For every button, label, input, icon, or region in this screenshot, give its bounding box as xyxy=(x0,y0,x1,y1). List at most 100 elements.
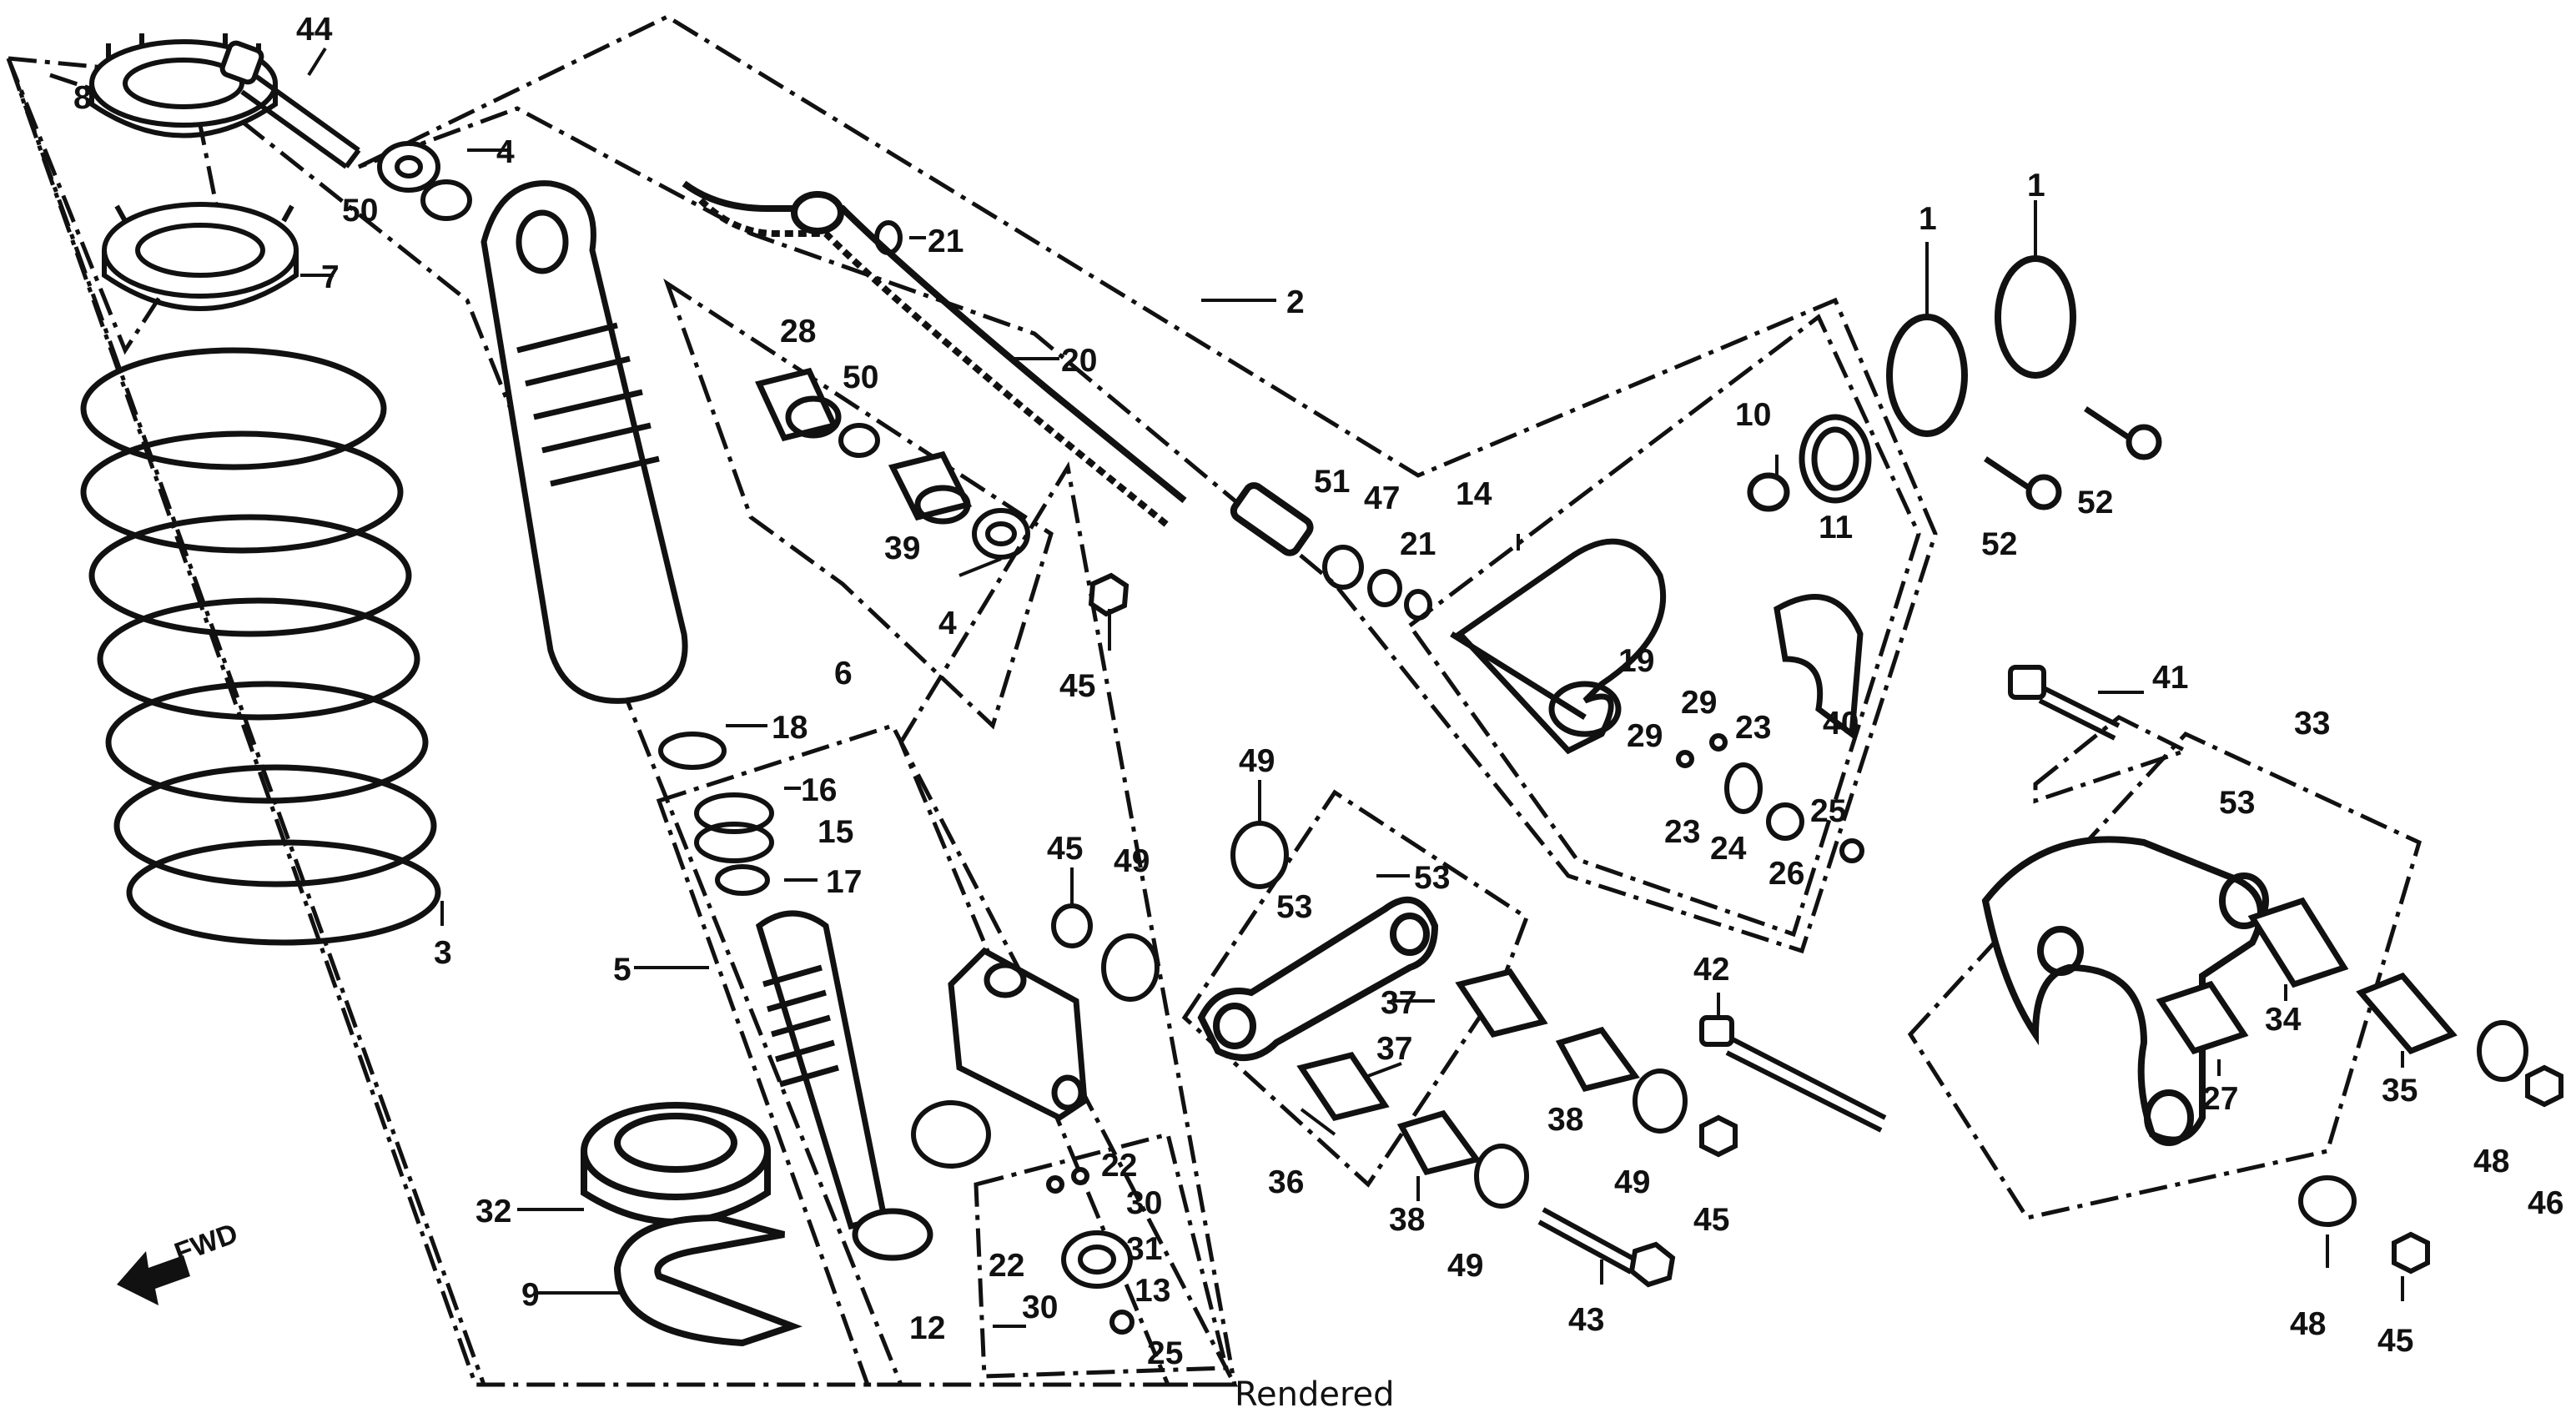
callout-49: 49 xyxy=(1239,743,1275,779)
part-band-1 xyxy=(1886,255,2076,437)
part-seal-21-top xyxy=(874,220,903,255)
part-reservoir-14 xyxy=(1450,538,1667,755)
callout-30-left: 30 xyxy=(1022,1290,1058,1325)
callout-51: 51 xyxy=(1314,464,1350,500)
callout-49-bottom: 49 xyxy=(1447,1248,1483,1284)
part-holder-40 xyxy=(1774,594,1864,740)
callout-39: 39 xyxy=(884,530,920,566)
callout-8: 8 xyxy=(73,80,92,116)
callout-52-right: 52 xyxy=(2077,485,2113,520)
part-nut-45-top xyxy=(1088,572,1130,617)
callout-43: 43 xyxy=(1568,1302,1604,1338)
callout-48-bottom: 48 xyxy=(2290,1306,2326,1342)
callout-4-mid: 4 xyxy=(938,606,957,641)
callout-16: 16 xyxy=(801,772,837,808)
callout-15: 15 xyxy=(818,814,853,850)
fwd-arrow: FWD xyxy=(117,1218,242,1305)
outline-bolt41-group xyxy=(2033,715,2191,804)
callout-9: 9 xyxy=(521,1277,540,1313)
callout-17: 17 xyxy=(826,864,862,900)
fwd-label: FWD xyxy=(170,1218,242,1270)
callout-40: 40 xyxy=(1823,706,1859,742)
part-bushings-37-38 xyxy=(1296,968,1640,1176)
callout-30: 30 xyxy=(1126,1185,1162,1221)
callout-24: 24 xyxy=(1710,831,1747,867)
callout-28: 28 xyxy=(780,314,816,349)
callout-49-mid: 49 xyxy=(1114,843,1150,879)
callout-14: 14 xyxy=(1456,476,1492,512)
callout-20: 20 xyxy=(1061,343,1097,379)
callout-29-left: 29 xyxy=(1627,718,1663,754)
part-clevis-5 xyxy=(948,947,1088,1122)
outline-link-group xyxy=(1181,789,1530,1188)
callout-21-mid: 21 xyxy=(1400,526,1436,562)
callout-35: 35 xyxy=(2382,1073,2418,1109)
part-seal-50 xyxy=(838,423,880,458)
callout-labels: 44 8 4 50 7 21 2 28 50 20 39 4 45 51 47 … xyxy=(73,12,2563,1371)
part-collar-4-50-top xyxy=(377,141,472,221)
part-bolt-42 xyxy=(1699,1015,1887,1133)
callout-1: 1 xyxy=(1919,201,1937,237)
callout-26: 26 xyxy=(1768,856,1804,892)
part-rings-16-15-17-18 xyxy=(658,732,774,896)
part-seat-32 xyxy=(581,1102,771,1225)
callout-53: 53 xyxy=(2219,785,2255,821)
callout-37: 37 xyxy=(1381,985,1416,1021)
callout-11: 11 xyxy=(1819,510,1853,546)
callout-45-low: 45 xyxy=(1693,1202,1729,1238)
callout-18: 18 xyxy=(772,710,808,746)
part-stopper-9 xyxy=(613,1214,802,1347)
outline-reservoir-group xyxy=(1406,314,1921,938)
callout-10: 10 xyxy=(1735,397,1771,433)
leader-lines xyxy=(300,47,2404,1328)
callout-50-mid: 50 xyxy=(843,360,878,395)
callout-23-low: 23 xyxy=(1664,814,1700,850)
part-bolt-43 xyxy=(1537,1207,1676,1288)
outline-adjuster-group xyxy=(974,1131,1230,1379)
part-collar-28 xyxy=(755,367,842,442)
part-spring-3 xyxy=(80,347,441,946)
callout-46: 46 xyxy=(2528,1185,2563,1221)
callout-4: 4 xyxy=(496,134,515,170)
callout-38: 38 xyxy=(1547,1102,1583,1138)
part-link-36 xyxy=(1197,896,1439,1061)
callout-29: 29 xyxy=(1681,685,1717,721)
part-washers-48-nuts-46-45 xyxy=(2298,1020,2563,1275)
callout-27: 27 xyxy=(2202,1081,2238,1117)
fwd-arrow-icon xyxy=(117,1251,190,1305)
part-adjuster-24-26 xyxy=(1676,733,1864,863)
part-bushings-34-27-35 xyxy=(2156,897,2458,1055)
outline-hose-group xyxy=(663,278,1054,730)
callout-1-right: 1 xyxy=(2027,168,2045,204)
callout-2: 2 xyxy=(1286,284,1305,320)
callout-5: 5 xyxy=(613,952,631,988)
part-washers-51-47-21 xyxy=(1322,545,1432,621)
callout-53-low: 53 xyxy=(1276,889,1312,925)
callout-42: 42 xyxy=(1693,952,1729,988)
part-damper-rod-6 xyxy=(755,910,933,1261)
callout-45-mid: 45 xyxy=(1047,831,1083,867)
part-hose-20 xyxy=(682,180,1314,556)
callout-45: 45 xyxy=(1059,668,1095,704)
callout-44: 44 xyxy=(296,12,333,48)
callout-22-left: 22 xyxy=(989,1248,1024,1284)
callout-53-mid: 53 xyxy=(1414,860,1450,896)
callout-34: 34 xyxy=(2265,1002,2302,1038)
part-cover-45-49-mid xyxy=(911,821,1289,1169)
callout-32: 32 xyxy=(475,1194,511,1229)
callout-25: 25 xyxy=(1810,793,1846,829)
callout-25-low: 25 xyxy=(1147,1335,1183,1371)
callout-48: 48 xyxy=(2473,1144,2509,1179)
part-washer-4-mid xyxy=(972,508,1030,560)
part-cap-10-11 xyxy=(1747,414,1872,512)
callout-47: 47 xyxy=(1364,480,1400,516)
callout-45-bottom: 45 xyxy=(2377,1323,2413,1359)
callout-38-low: 38 xyxy=(1389,1202,1425,1238)
part-bushing-39 xyxy=(888,450,973,525)
part-washers-49-nut-45-low xyxy=(1474,1069,1738,1209)
callout-21: 21 xyxy=(928,224,963,259)
outline-shock-spring-group xyxy=(5,56,904,1387)
callout-37-low: 37 xyxy=(1376,1031,1412,1067)
callout-22: 22 xyxy=(1101,1148,1137,1184)
